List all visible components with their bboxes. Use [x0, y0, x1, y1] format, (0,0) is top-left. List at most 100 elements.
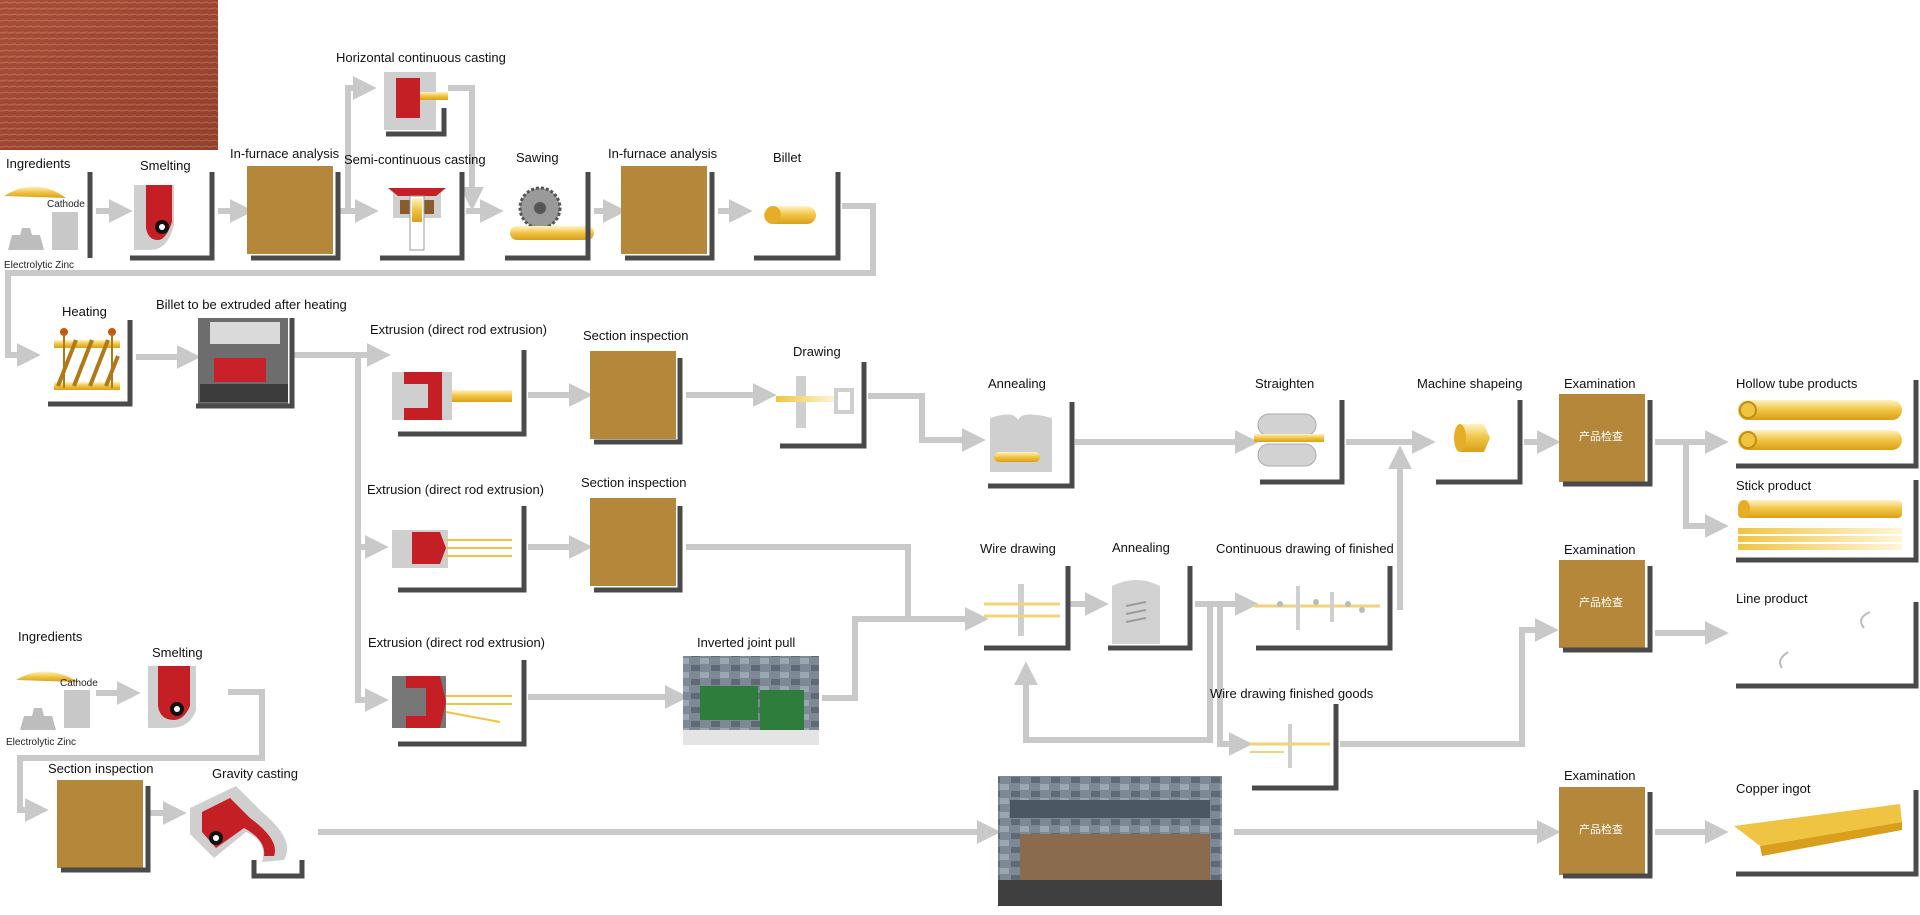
- smelting-label: Smelting: [140, 158, 191, 173]
- in-furnace-analysis-step-2: In-furnace analysis: [608, 146, 718, 261]
- wire-drawing-step: Wire drawing: [980, 541, 1071, 651]
- section-inspection-step-2: Section inspection: [581, 475, 687, 593]
- cathode-sheet-2-icon: [16, 671, 78, 682]
- section-inspection-2-label: Section inspection: [581, 475, 687, 490]
- continuous-drawing-label: Continuous drawing of finished: [1216, 541, 1394, 556]
- annealing-1-label: Annealing: [988, 376, 1046, 391]
- saw-rod-icon: [510, 226, 594, 240]
- product-inspection-stamp-1: 产品检查: [1579, 429, 1623, 443]
- electrolytic-zinc-2-label: Electrolytic Zinc: [6, 737, 76, 748]
- section-inspection-3-label: Section inspection: [48, 761, 154, 776]
- straightener-rollers-icon: [1254, 413, 1324, 467]
- annealing-2-label: Annealing: [1112, 540, 1170, 555]
- section-inspection-step-3: Section inspection: [48, 761, 154, 873]
- in-furnace-analysis-label: In-furnace analysis: [230, 146, 340, 161]
- zinc-block-2-icon: [64, 690, 90, 728]
- heating-coil-base: [54, 340, 120, 348]
- billet-extruded-step: Billet to be extruded after heating: [156, 297, 347, 409]
- annealing-step-1: Annealing: [988, 376, 1075, 489]
- examination-1-label: Examination: [1564, 376, 1636, 391]
- section-inspection-block-3: [57, 780, 143, 868]
- semi-continuous-casting-label: Semi-continuous casting: [344, 152, 486, 167]
- examination-step-1: Examination 产品检查: [1559, 376, 1653, 487]
- smelting-step-2: Smelting: [148, 645, 203, 728]
- section-inspection-1-label: Section inspection: [583, 328, 689, 343]
- smelting-2-label: Smelting: [152, 645, 203, 660]
- wire-drawing-finished-goods-step: Wire drawing finished goods: [1210, 686, 1374, 791]
- examination-block-1: [1559, 394, 1645, 482]
- straighten-label: Straighten: [1255, 376, 1314, 391]
- product-inspection-stamp-2: 产品检查: [1579, 595, 1623, 609]
- straighten-step: Straighten: [1254, 376, 1345, 485]
- cathode-photo: [0, 0, 218, 150]
- electrolytic-zinc-label: Electrolytic Zinc: [4, 260, 74, 271]
- annealing-step-2: Annealing: [1108, 540, 1193, 651]
- casting-plant-photo: [998, 776, 1222, 906]
- section-inspection-step-1: Section inspection: [583, 328, 689, 445]
- billet-extruded-label: Billet to be extruded after heating: [156, 297, 347, 312]
- wire-coil-icon-1: [1860, 611, 1871, 629]
- in-furnace-analysis-2-label: In-furnace analysis: [608, 146, 718, 161]
- horizontal-casting-step: Horizontal continuous casting: [336, 50, 506, 137]
- hollow-tube-products: Hollow tube products: [1736, 376, 1919, 469]
- examination-block-3: [1559, 787, 1645, 875]
- line-product: Line product: [1736, 591, 1919, 689]
- heating-label: Heating: [62, 304, 107, 319]
- sawing-step: Sawing: [505, 150, 594, 261]
- extrusion-2-label: Extrusion (direct rod extrusion): [367, 482, 544, 497]
- ingredients-step-1: Ingredients Cathode Electrolytic Zinc: [4, 156, 93, 271]
- flow-arrows: [5, 76, 1729, 844]
- zinc-ingot-icon: [8, 228, 44, 250]
- sawing-label: Sawing: [516, 150, 559, 165]
- heating-step: Heating: [48, 304, 133, 407]
- tube-icon-1: [1738, 400, 1902, 420]
- line-product-label: Line product: [1736, 591, 1808, 606]
- extrusion-3-label: Extrusion (direct rod extrusion): [368, 635, 545, 650]
- stick-bar-icon-1: [1738, 500, 1902, 518]
- drawing-label: Drawing: [793, 344, 841, 359]
- stick-product-label: Stick product: [1736, 478, 1812, 493]
- continuous-drawing-step: Continuous drawing of finished: [1216, 541, 1394, 651]
- ingredients-2-label: Ingredients: [18, 629, 83, 644]
- ingredients-label: Ingredients: [6, 156, 71, 171]
- inverted-joint-pull-label: Inverted joint pull: [697, 635, 795, 650]
- wire-coil-icon-2: [1779, 651, 1789, 669]
- stick-product: Stick product: [1736, 478, 1919, 563]
- inverted-joint-pull-step: Inverted joint pull: [683, 635, 819, 745]
- wire-die-icon: [1018, 584, 1024, 636]
- examination-step-3: Examination 产品检查: [1559, 768, 1653, 879]
- section-inspection-block-2: [590, 498, 676, 586]
- extrusion-step-3: Extrusion (direct rod extrusion): [368, 635, 545, 747]
- drawing-step: Drawing: [776, 344, 867, 449]
- copper-ingot-product: Copper ingot: [1734, 781, 1919, 877]
- horizontal-casting-label: Horizontal continuous casting: [336, 50, 506, 65]
- examination-3-label: Examination: [1564, 768, 1636, 783]
- wire-drawing-finished-goods-label: Wire drawing finished goods: [1210, 686, 1374, 701]
- extrusion-1-label: Extrusion (direct rod extrusion): [370, 322, 547, 337]
- cathode-2-label: Cathode: [60, 678, 98, 689]
- annealing-furnace-icon: [990, 414, 1052, 472]
- zinc-block-icon: [52, 212, 78, 250]
- in-furnace-analysis-step-1: In-furnace analysis: [230, 146, 341, 261]
- copper-ingot-label: Copper ingot: [1736, 781, 1811, 796]
- hollow-tube-products-label: Hollow tube products: [1736, 376, 1858, 391]
- finished-wire-die-icon: [1288, 724, 1292, 768]
- extrusion-step-1: Extrusion (direct rod extrusion): [370, 322, 547, 437]
- billet-label: Billet: [773, 150, 802, 165]
- examination-step-2: Examination 产品检查: [1559, 542, 1653, 653]
- gravity-casting-label: Gravity casting: [212, 766, 298, 781]
- gravity-casting-step: Gravity casting: [190, 766, 305, 879]
- machine-shapeing-step: Machine shapeing: [1417, 376, 1523, 485]
- product-inspection-stamp-3: 产品检查: [1579, 822, 1623, 836]
- examination-block-2: [1559, 560, 1645, 648]
- semi-continuous-casting-step: Semi-continuous casting: [344, 152, 486, 261]
- analysis-block-2: [621, 166, 707, 254]
- zinc-ingot-2-icon: [20, 708, 56, 730]
- cathode-label: Cathode: [47, 199, 85, 210]
- wire-drawing-label: Wire drawing: [980, 541, 1056, 556]
- examination-2-label: Examination: [1564, 542, 1636, 557]
- extrusion-step-2: Extrusion (direct rod extrusion): [367, 482, 544, 593]
- billet-step: Billet: [754, 150, 841, 261]
- smelting-step-1: Smelting: [130, 158, 215, 261]
